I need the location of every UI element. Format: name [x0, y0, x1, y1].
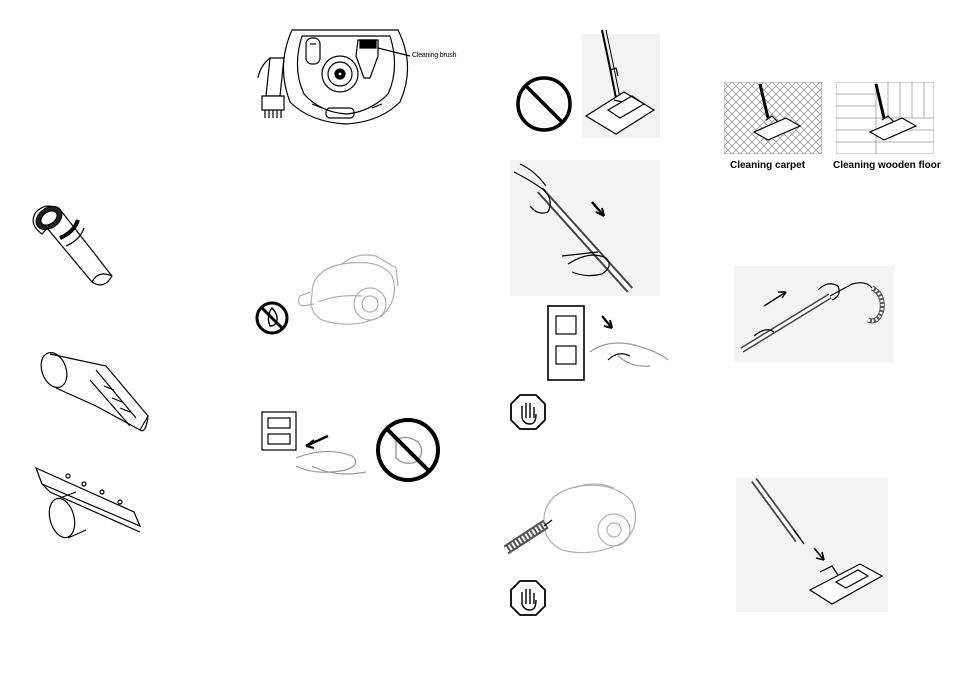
filter-cylinder-illustration: [22, 192, 118, 290]
vacuum-bottom-view-illustration: [250, 26, 450, 128]
stop-hand-icon: [510, 580, 546, 616]
tube-nozzle-connect-illustration: [736, 478, 888, 612]
vacuum-no-fire-illustration: [252, 246, 404, 336]
cleaning-wooden-floor-label: Cleaning wooden floor: [833, 160, 941, 171]
floor-nozzle-illustration: [30, 462, 144, 554]
hose-tube-connect-illustration: [734, 266, 894, 362]
prohibited-icon: [378, 420, 438, 480]
wooden-floor-cleaning-illustration: [836, 82, 934, 154]
crevice-nozzle-illustration: [36, 346, 156, 436]
stop-hand-icon: [510, 394, 546, 430]
prohibited-icon: [518, 78, 570, 130]
carpet-cleaning-illustration: [724, 82, 822, 154]
no-fire-icon: [257, 303, 287, 333]
plug-socket-wet-hands-illustration: [256, 406, 446, 488]
unplug-socket-illustration: [546, 304, 670, 382]
no-wet-cleaning-illustration: [514, 28, 660, 140]
vacuum-hose-illustration: [504, 478, 644, 564]
cleaning-brush-label: Cleaning brush: [412, 52, 456, 59]
tube-adjust-hands-illustration: [510, 160, 660, 296]
cleaning-carpet-label: Cleaning carpet: [730, 160, 805, 171]
